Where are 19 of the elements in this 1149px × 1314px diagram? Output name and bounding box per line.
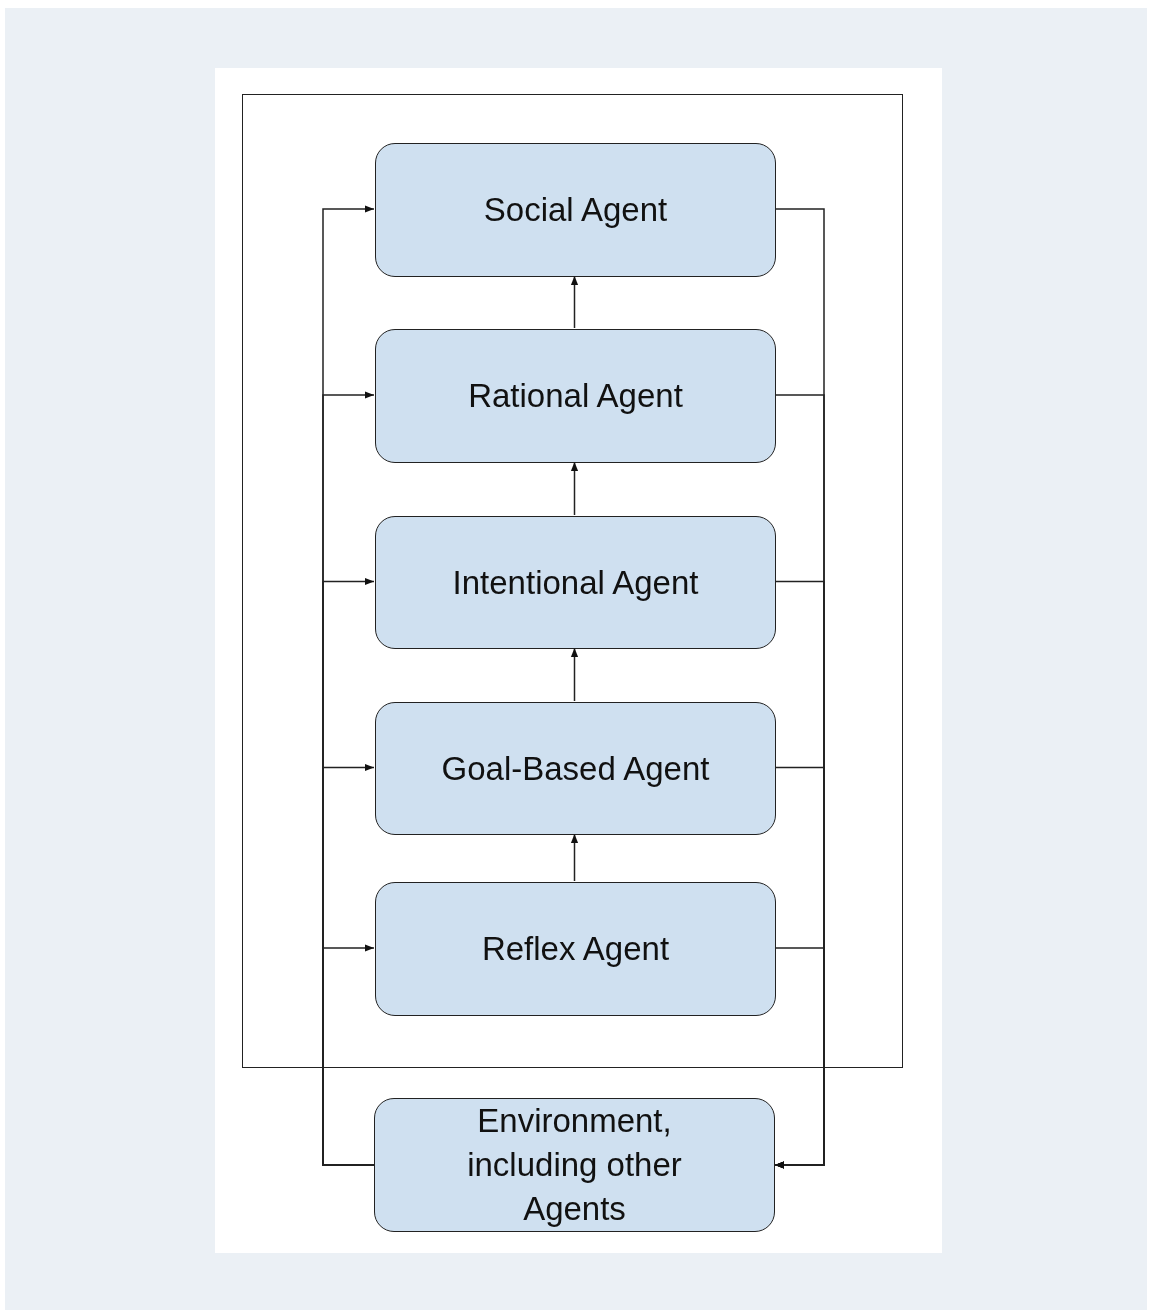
node-label: Rational Agent [468,376,683,416]
node-label: Environment, including other Agents [466,1101,683,1229]
arrow [322,944,375,1166]
agent-box [374,1098,775,1232]
arrow [774,947,825,1169]
arrow [570,275,579,329]
node-label: Intentional Agent [452,562,699,603]
arrow [570,833,579,882]
frame-box [242,94,903,1068]
agent-box [375,882,776,1016]
node-label: Goal-Based Agent [441,748,710,789]
arrow [570,647,579,702]
agent-box [375,516,776,649]
arrow [570,461,579,516]
agent-box [375,702,776,835]
node-label: Social Agent [483,190,668,230]
agent-box [375,329,776,463]
agent-box [375,143,776,277]
node-label: Reflex Agent [481,929,670,969]
